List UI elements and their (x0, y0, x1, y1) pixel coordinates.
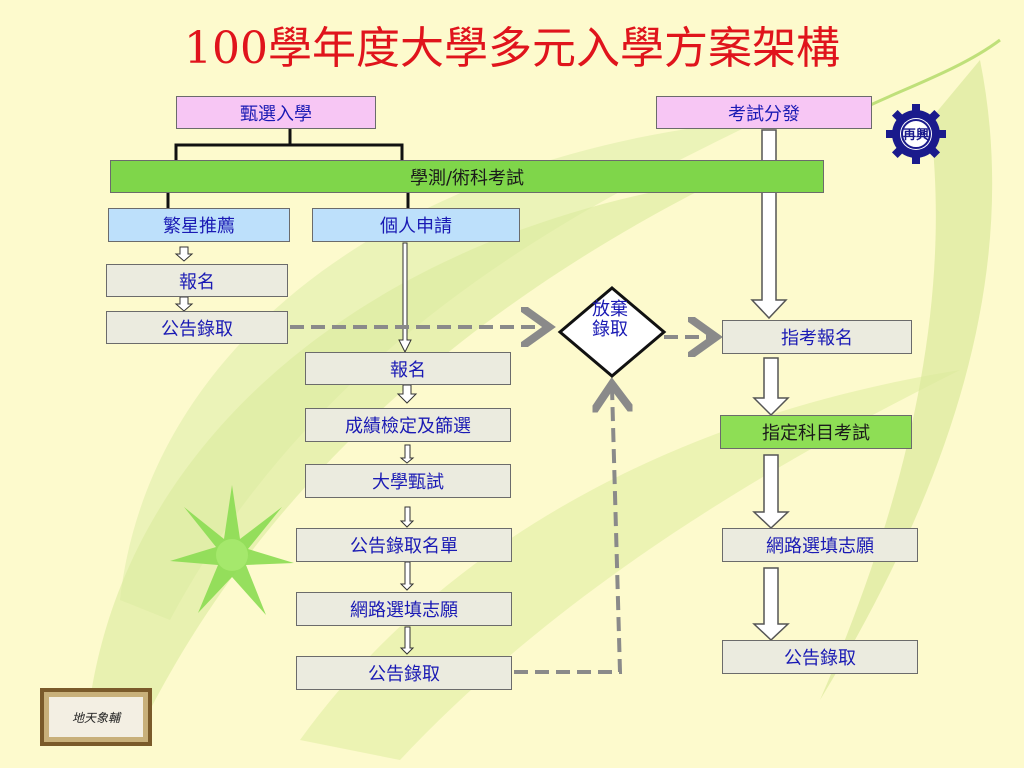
box-daxue-zhenshi: 大學甄試 (305, 464, 511, 498)
calligraphy-text: 地天象輔 (72, 711, 122, 725)
star-burst-decoration (170, 485, 294, 615)
box-geren-shenqing: 個人申請 (312, 208, 520, 242)
box-baoming-mid: 報名 (305, 352, 511, 385)
box-wanglu-zhiyuan-right: 網路選填志願 (722, 528, 918, 562)
box-kaoshi-fenfa: 考試分發 (656, 96, 872, 129)
gear-logo-icon: 再興 (886, 104, 946, 164)
box-gonggao-luqu-left: 公告錄取 (106, 311, 288, 344)
box-zhiding-kemu-kaoshi: 指定科目考試 (720, 415, 912, 449)
logo-text: 再興 (903, 127, 929, 143)
box-gonggao-luqu-mid: 公告錄取 (296, 656, 512, 690)
box-gonggao-mingdan: 公告錄取名單 (296, 528, 512, 562)
diamond-label-line1: 放棄 (592, 299, 628, 320)
box-zhenxuan-ruxue: 甄選入學 (176, 96, 376, 129)
page-title: 100學年度大學多元入學方案架構 (184, 23, 840, 74)
box-baoming-left: 報名 (106, 264, 288, 297)
diamond-label: 放棄 錄取 (580, 300, 640, 340)
box-chengji-jianding: 成績檢定及篩選 (305, 408, 511, 442)
bar-xuece-shuke: 學測/術科考試 (110, 160, 824, 193)
box-gonggao-luqu-right: 公告錄取 (722, 640, 918, 674)
calligraphy-frame-image: 地天象輔 (40, 688, 152, 746)
box-zhikao-baoming: 指考報名 (722, 320, 912, 354)
diamond-label-line2: 錄取 (592, 319, 628, 340)
box-wanglu-zhiyuan-mid: 網路選填志願 (296, 592, 512, 626)
box-fanxing-tuijian: 繁星推薦 (108, 208, 290, 242)
